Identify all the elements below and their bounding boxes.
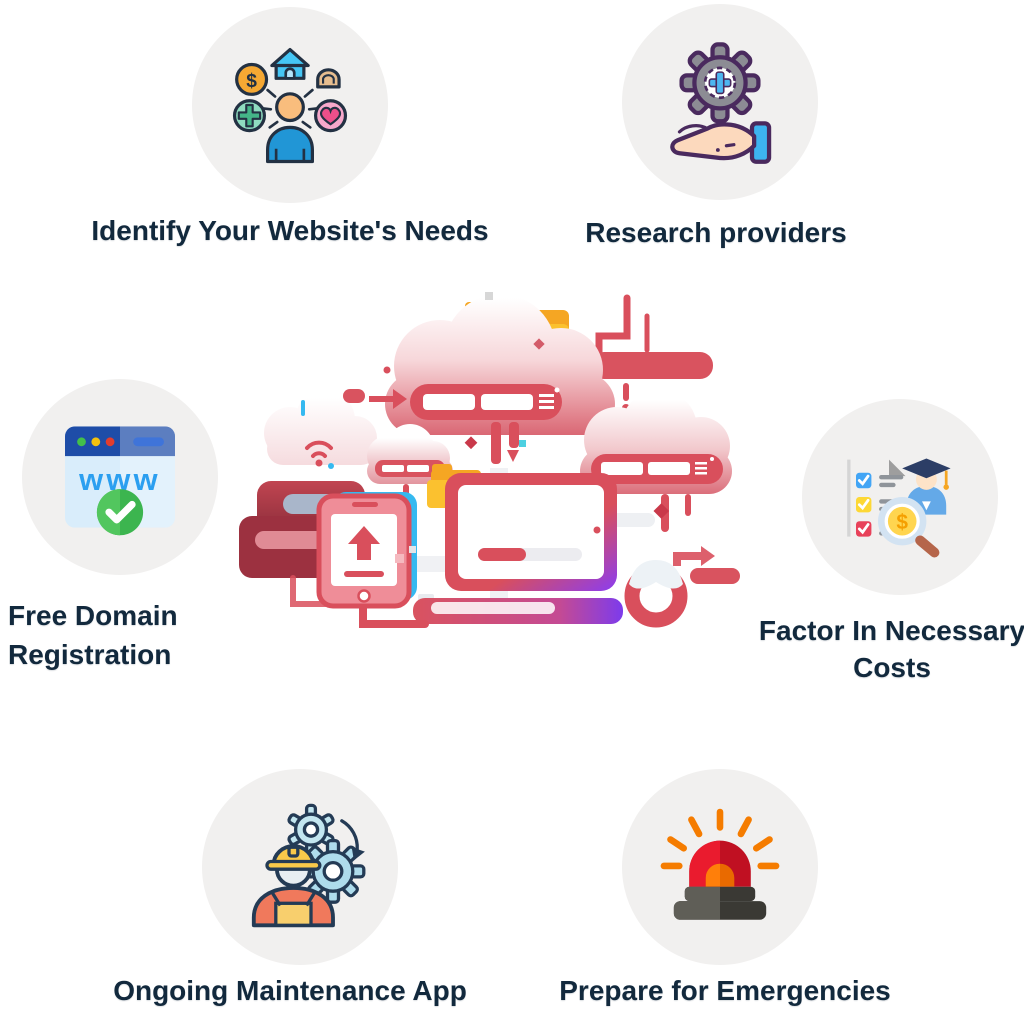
donut-figure [624, 546, 740, 628]
label-free-domain: Free Domain Registration [8, 600, 178, 670]
connector-left-arrow [301, 389, 407, 416]
label-emergencies: Prepare for Emergencies [559, 975, 891, 1006]
svg-text:$: $ [246, 71, 257, 92]
step-circle-research-providers [622, 4, 818, 200]
phone [316, 492, 417, 609]
step-circle-identify-needs: $ [192, 7, 388, 203]
checklist-edge [847, 459, 851, 537]
window-pill [133, 437, 164, 447]
bread-icon [316, 68, 341, 89]
svg-text:$: $ [896, 511, 908, 534]
cloud-hosting-illustration [239, 292, 740, 628]
label-factor-costs: Factor In Necessary Costs [758, 615, 1024, 683]
heart-icon [313, 99, 348, 133]
connector-elbows-top [595, 294, 650, 364]
dollar-coin-icon: $ [235, 62, 269, 96]
domain-browser-icon: www [65, 426, 175, 536]
window-dot-red [105, 437, 115, 447]
step-circle-emergencies [622, 769, 818, 965]
gear-small-icon [287, 803, 335, 856]
connector-cloud-down [464, 422, 519, 464]
costs-checklist-icon: $ [847, 458, 951, 558]
siren-dome [689, 840, 751, 887]
page-fold [889, 459, 906, 477]
gear-icon [679, 42, 761, 124]
gear-hand-icon [670, 42, 772, 164]
check-badge [96, 489, 144, 536]
accent-dots [328, 292, 601, 563]
laptop [413, 473, 623, 624]
siren-rays [660, 808, 780, 870]
label-identify-needs: Identify Your Website's Needs [91, 215, 489, 246]
siren-base [673, 886, 767, 920]
maintenance-worker-icon [251, 803, 366, 928]
window-dot-yellow [91, 437, 101, 447]
cycle-arrow [340, 819, 359, 852]
needs-person-icon: $ [232, 47, 348, 164]
cost-magnifier: $ [878, 497, 940, 558]
step-circle-free-domain: www [22, 379, 218, 575]
step-circle-maintenance [202, 769, 398, 965]
graduate-figure [902, 458, 951, 515]
person-figure [266, 92, 314, 164]
label-research-providers: Research providers [585, 217, 847, 248]
cloud-small-server [375, 460, 445, 498]
house-icon [270, 47, 310, 80]
health-plus-icon [232, 99, 266, 133]
wifi-cloud [264, 390, 377, 465]
plus-icon [708, 71, 732, 95]
wifi-icon [305, 440, 333, 458]
step-circle-factor-costs: $ [802, 399, 998, 595]
cloud-right-server [591, 454, 723, 484]
emergency-siren-icon [660, 808, 780, 920]
label-maintenance: Ongoing Maintenance App [113, 975, 467, 1006]
hand-icon [670, 121, 772, 164]
window-dot-green [77, 437, 86, 447]
cloud-big-server [410, 384, 562, 420]
wifi-dot [315, 459, 323, 467]
worker-figure [251, 844, 335, 928]
